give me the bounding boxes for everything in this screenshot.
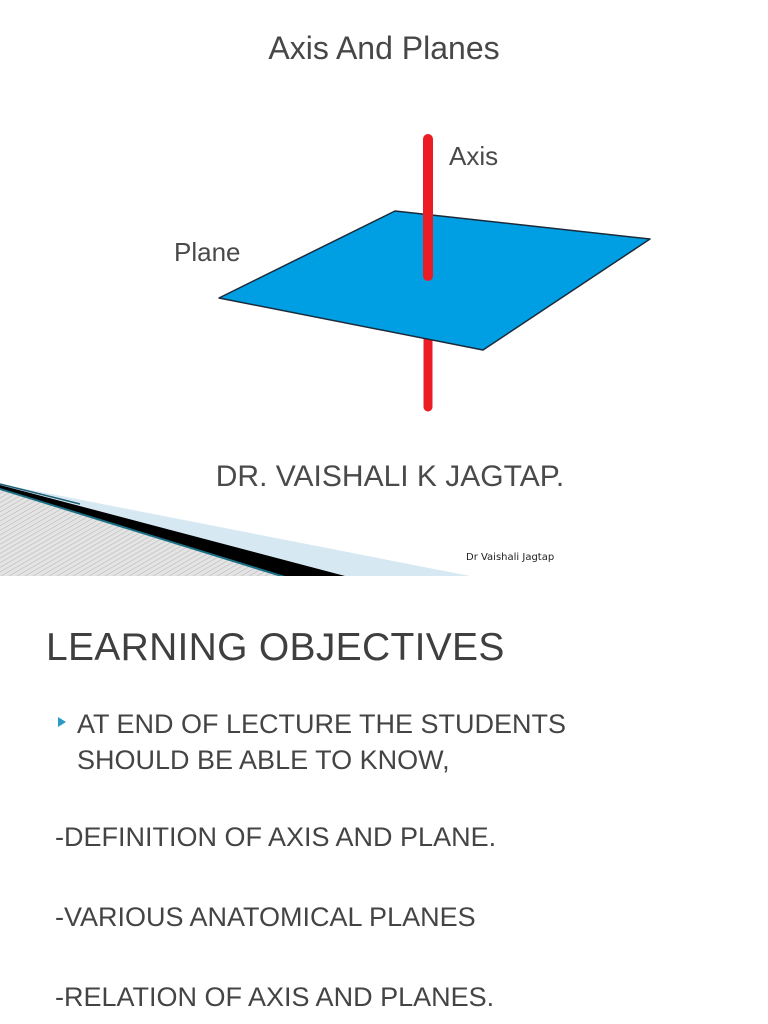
objective-item: -DEFINITION OF AXIS AND PLANE. bbox=[55, 822, 497, 852]
triangle-bullet-icon bbox=[58, 717, 66, 727]
author-text: DR. VAISHALI K JAGTAP. bbox=[215, 460, 565, 493]
objectives-slide: LEARNING OBJECTIVES AT END OF LECTURE TH… bbox=[0, 576, 768, 1024]
axis-label: Axis bbox=[449, 141, 499, 171]
plane-label: Plane bbox=[174, 237, 241, 267]
bullet-line-2: SHOULD BE ABLE TO KNOW, bbox=[77, 745, 450, 775]
title-slide: Axis And Planes Axis Plane DR. VAISHALI … bbox=[0, 30, 768, 576]
axis-plane-diagram bbox=[218, 134, 651, 412]
slide-footer: Dr Vaishali Jagtap bbox=[466, 552, 555, 563]
bullet-line-1: AT END OF LECTURE THE STUDENTS bbox=[77, 709, 567, 739]
slide-title: Axis And Planes bbox=[268, 30, 500, 66]
objective-item: -VARIOUS ANATOMICAL PLANES bbox=[55, 902, 476, 932]
decorative-swoosh bbox=[0, 483, 470, 576]
plane-shape bbox=[218, 210, 651, 351]
author-name: DR. VAISHALI K JAGTAP. bbox=[0, 460, 768, 494]
objective-item: -RELATION OF AXIS AND PLANES. bbox=[55, 982, 495, 1012]
slide-title: LEARNING OBJECTIVES bbox=[46, 626, 505, 669]
bullet-item: AT END OF LECTURE THE STUDENTS SHOULD BE… bbox=[56, 706, 696, 778]
